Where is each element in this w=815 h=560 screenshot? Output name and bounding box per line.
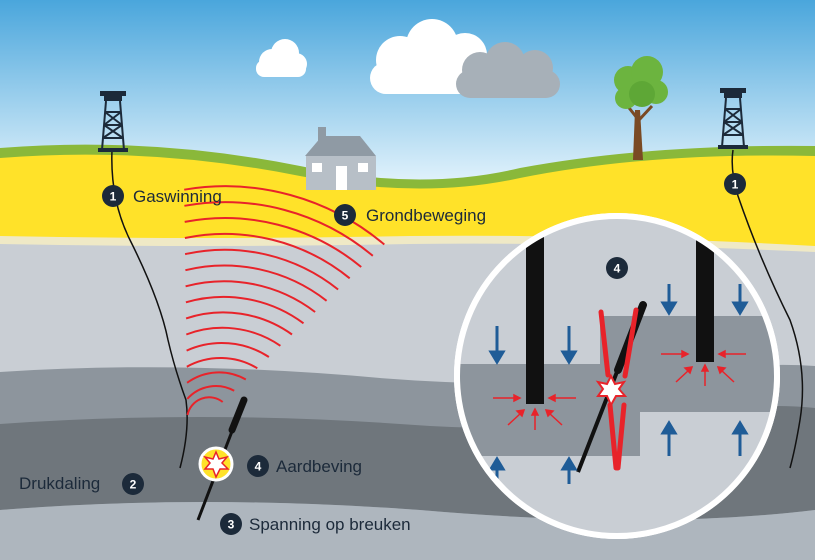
- well-pipe-left: [111, 149, 188, 469]
- label-text: Grondbeweging: [366, 206, 486, 225]
- marker-circle: [122, 473, 144, 495]
- label-text: Spanning op breuken: [249, 515, 411, 534]
- epicenter: [198, 446, 234, 482]
- marker-circle: [334, 204, 356, 226]
- cloud-icon: [256, 39, 307, 77]
- seismic-waves: [184, 185, 385, 416]
- label-inset: 4: [606, 257, 628, 279]
- marker-number: 3: [228, 518, 235, 532]
- pressure-arrows: [488, 284, 749, 484]
- label-gaswinning-right: 1: [724, 173, 746, 195]
- inset-fault-detail: [454, 213, 780, 539]
- label-text: Drukdaling: [19, 474, 100, 493]
- house-icon: [305, 127, 376, 190]
- marker-number: 4: [255, 460, 262, 474]
- label-drukdaling: Drukdaling 2: [19, 473, 144, 495]
- compression-arrows-left: [493, 393, 576, 430]
- grass-strip: [0, 144, 815, 189]
- marker-circle: [724, 173, 746, 195]
- label-text: Aardbeving: [276, 457, 362, 476]
- compression-arrows-right: [661, 349, 746, 386]
- slip-arrows: [598, 307, 639, 471]
- tree-icon: [614, 56, 668, 160]
- explosion-icon: [595, 373, 628, 408]
- marker-circle: [102, 185, 124, 207]
- fault-line-upper: [228, 396, 248, 434]
- cloud-icon: [370, 19, 496, 94]
- label-text: Gaswinning: [133, 187, 222, 206]
- label-aardbeving: 4 Aardbeving: [247, 455, 362, 477]
- inset-pipe-left: [526, 216, 544, 404]
- marker-number: 1: [732, 178, 739, 192]
- derrick-icon: [718, 88, 748, 149]
- label-spanning: 3 Spanning op breuken: [220, 513, 411, 535]
- marker-number: 1: [110, 190, 117, 204]
- marker-number: 2: [130, 478, 137, 492]
- marker-circle: [606, 257, 628, 279]
- derrick-icon: [98, 91, 128, 152]
- label-gaswinning: 1 Gaswinning: [102, 185, 222, 207]
- marker-number: 4: [614, 262, 621, 276]
- marker-number: 5: [342, 209, 349, 223]
- cloud-icon: [456, 42, 560, 98]
- explosion-icon: [202, 450, 230, 479]
- label-grondbeweging: 5 Grondbeweging: [334, 204, 486, 226]
- inset-pipe-right: [696, 216, 714, 362]
- marker-circle: [247, 455, 269, 477]
- marker-circle: [220, 513, 242, 535]
- rock-layer-bottom: [0, 502, 815, 560]
